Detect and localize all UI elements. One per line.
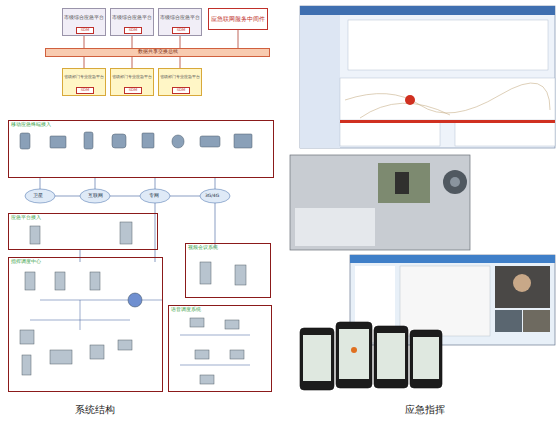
- platform-box: 省级部门专业应急平台 SDM: [110, 68, 154, 96]
- tag-box: SDM: [172, 27, 190, 34]
- tag-box: SDM: [124, 87, 142, 94]
- platform-box: 省级部门专业应急平台 SDM: [158, 68, 202, 96]
- platform-box: 市级综合应急平台 SDM: [158, 8, 202, 36]
- bus-connector: [180, 57, 181, 68]
- node-text: 指挥调度中心: [11, 259, 41, 265]
- panel-caption: 应急指挥: [405, 403, 445, 417]
- tag-box: SDM: [172, 87, 190, 94]
- platform-box: 市级综合应急平台 SDM: [62, 8, 106, 36]
- bus-connector: [132, 36, 133, 48]
- tag-box: SDM: [76, 87, 94, 94]
- node-text: 数据共享交换总线: [138, 50, 178, 55]
- node-text: 市级综合应急平台: [112, 15, 152, 20]
- node-text: 省级部门专业应急平台: [112, 75, 152, 80]
- node-text: 市级综合应急平台: [64, 15, 104, 20]
- bus-connector: [84, 36, 85, 48]
- network-label: 卫星: [33, 193, 43, 198]
- node-text: 省级部门专业应急平台: [160, 75, 200, 80]
- tag-box: SDM: [76, 27, 94, 34]
- bus-connector: [132, 57, 133, 68]
- network-label: 3G/4G: [205, 193, 219, 198]
- node-text: 视频会议系统: [188, 245, 218, 251]
- bus-connector: [238, 30, 239, 48]
- platform-box: 数据共享交换总线: [45, 48, 270, 57]
- node-text: 应急平台接入: [11, 215, 41, 221]
- node-text: 省级部门专业应急平台: [64, 75, 104, 80]
- bus-connector: [180, 36, 181, 48]
- node-text: 应急联网服务中间件: [211, 16, 265, 22]
- group-box: 应急平台接入: [8, 213, 158, 250]
- node-text: SDM: [81, 88, 90, 92]
- node-text: 市级综合应急平台: [160, 15, 200, 20]
- node-text: 语音调度系统: [171, 307, 201, 313]
- group-box: 指挥调度中心: [8, 257, 163, 392]
- network-label: 专网: [149, 193, 159, 198]
- node-text: SDM: [129, 88, 138, 92]
- group-box: 语音调度系统: [168, 305, 272, 392]
- node-text: SDM: [177, 28, 186, 32]
- node-text: SDM: [81, 28, 90, 32]
- node-text: SDM: [129, 28, 138, 32]
- group-box: 移动应急终端接入: [8, 120, 274, 178]
- tag-box: SDM: [124, 27, 142, 34]
- platform-box: 省级部门专业应急平台 SDM: [62, 68, 106, 96]
- node-text: 移动应急终端接入: [11, 122, 51, 128]
- node-text: SDM: [177, 88, 186, 92]
- platform-box: 应急联网服务中间件: [208, 8, 268, 30]
- bus-connector: [84, 57, 85, 68]
- group-box: 视频会议系统: [185, 243, 271, 298]
- network-label: 互联网: [88, 193, 103, 198]
- panel-caption: 系统结构: [75, 403, 115, 417]
- platform-box: 市级综合应急平台 SDM: [110, 8, 154, 36]
